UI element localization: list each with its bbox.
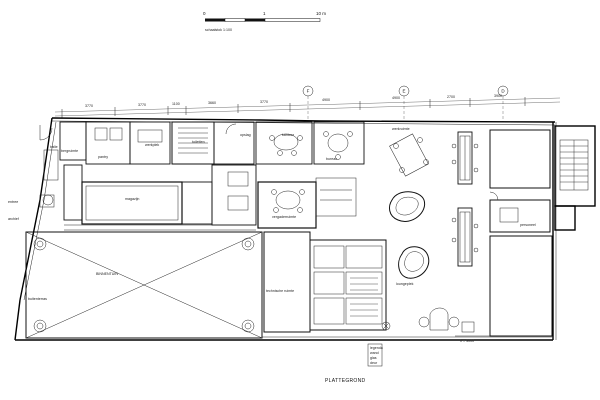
open-office [389, 129, 553, 337]
label-binnentuin: BINNENTUIN [96, 272, 118, 276]
central-rooms [257, 177, 357, 229]
room-labels: bergruimte pantry werkplek toiletten ops… [61, 127, 536, 293]
legend: legenda wand glas deur h = 3000 [367, 339, 474, 367]
label-werkplek: werkplek [145, 143, 159, 147]
scale-bar: 0 1 10 m schaalstok 1:100 [203, 11, 326, 32]
label-pantry: pantry [98, 155, 108, 159]
scale-tick-1: 1 [263, 11, 266, 16]
dim-3: 1100 [172, 102, 180, 106]
label-werkruimte: werkruimte [392, 127, 410, 131]
label-buitenterras: buitenterras [28, 297, 47, 301]
label-kantoor: kantoor [282, 133, 295, 137]
label-entree: entree [8, 200, 18, 204]
footnote: h = 3000 [460, 339, 474, 343]
legend-deur: deur [370, 361, 378, 365]
stair-block [554, 125, 596, 231]
dim-2: 3770 [138, 103, 146, 107]
label-magazijn: magazijn [125, 197, 139, 201]
label-vergaderruimte: vergaderruimte [272, 215, 296, 219]
scale-tick-0: 0 [203, 11, 206, 16]
label-balie: balie [50, 145, 58, 149]
grid-axis-e: E [402, 89, 405, 94]
grid-axis-d: D [501, 89, 505, 94]
grid-axes: F E D [302, 85, 509, 122]
scale-tick-10: 10 m [316, 11, 326, 16]
dim-1: 3770 [85, 104, 93, 108]
garden: BINNENTUIN buitenterras [25, 231, 263, 339]
label-technische-ruimte: technische ruimte [266, 289, 294, 293]
grid-axis-f: F [307, 89, 310, 94]
dim-6: 4900 [322, 98, 330, 102]
top-left-rooms [59, 121, 365, 165]
dim-5: 3770 [260, 100, 268, 104]
dim-4: 3660 [208, 101, 216, 105]
dim-9: 3900 [494, 94, 502, 98]
scale-note: schaalstok 1:100 [205, 28, 232, 32]
label-opslag: opslag [240, 133, 251, 137]
label-loungeplek: loungeplek [396, 282, 414, 286]
service-block [263, 231, 391, 333]
left-entry: balie entree archief [8, 125, 59, 221]
label-toiletten: toiletten [192, 140, 205, 144]
legend-title: legenda [370, 346, 383, 350]
dim-8: 2700 [447, 95, 455, 99]
middle-left-rooms [63, 164, 257, 231]
label-bureau: bureau [326, 157, 337, 161]
label-personeel: personeel [520, 223, 536, 227]
label-bergruimte: bergruimte [61, 149, 78, 153]
dimension-line: 3770 3770 1100 3660 3770 4900 4900 2700 … [54, 94, 561, 118]
dim-7: 4900 [392, 96, 400, 100]
label-archief: archief [8, 217, 19, 221]
drawing-title: PLATTEGROND [325, 378, 366, 384]
legend-wand: wand [370, 351, 379, 355]
legend-glas: glas [370, 356, 377, 360]
